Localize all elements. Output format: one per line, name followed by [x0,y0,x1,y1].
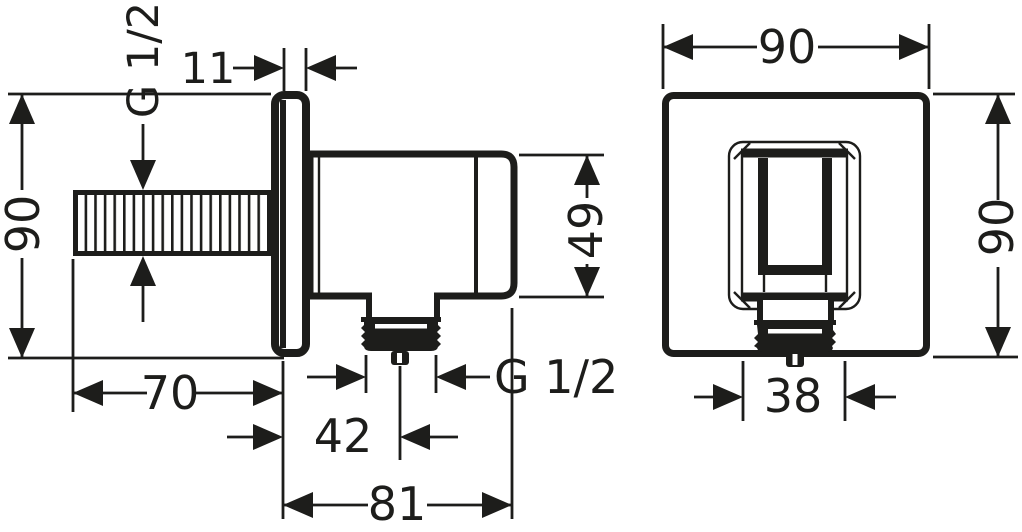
dim-label-holder-width: 38 [764,369,823,423]
handshower-holder [727,140,862,311]
dim-plate-thickness: 11 [181,44,357,94]
outlet-body [306,150,518,300]
outlet-thread-front [754,300,836,367]
dim-outlet-offset: 42 [227,361,458,519]
dim-depth: 81 [283,308,514,531]
dim-front-height: 90 [933,92,1022,359]
dim-label-depth: 81 [368,477,427,531]
dim-front-width: 90 [661,20,931,89]
inlet-pipe [73,190,273,256]
dim-label-inlet-thread: G 1/2 [119,2,169,118]
dim-label-body-height: 49 [559,201,613,260]
dim-label-outlet-offset: 42 [314,409,373,463]
dim-label-front-width: 90 [758,20,817,74]
dim-label-inlet-length: 70 [141,366,200,420]
dim-body-height: 49 [519,153,613,299]
dim-height: 90 [0,92,284,360]
front-view: 90 90 38 [661,20,1022,423]
side-view: G 1/2 11 90 [0,2,618,531]
dim-label-outlet-thread: G 1/2 [494,350,618,404]
outlet-thread [361,291,441,365]
dim-holder-width: 38 [694,361,896,423]
dim-inlet-thread: G 1/2 [119,2,169,322]
dim-inlet-length: 70 [71,259,283,420]
dim-label-plate-thickness: 11 [181,44,236,94]
dim-outlet-thread: G 1/2 [307,350,618,404]
wall-plate [271,91,310,357]
dim-label-front-height: 90 [970,198,1022,257]
dim-label-height: 90 [0,195,50,254]
